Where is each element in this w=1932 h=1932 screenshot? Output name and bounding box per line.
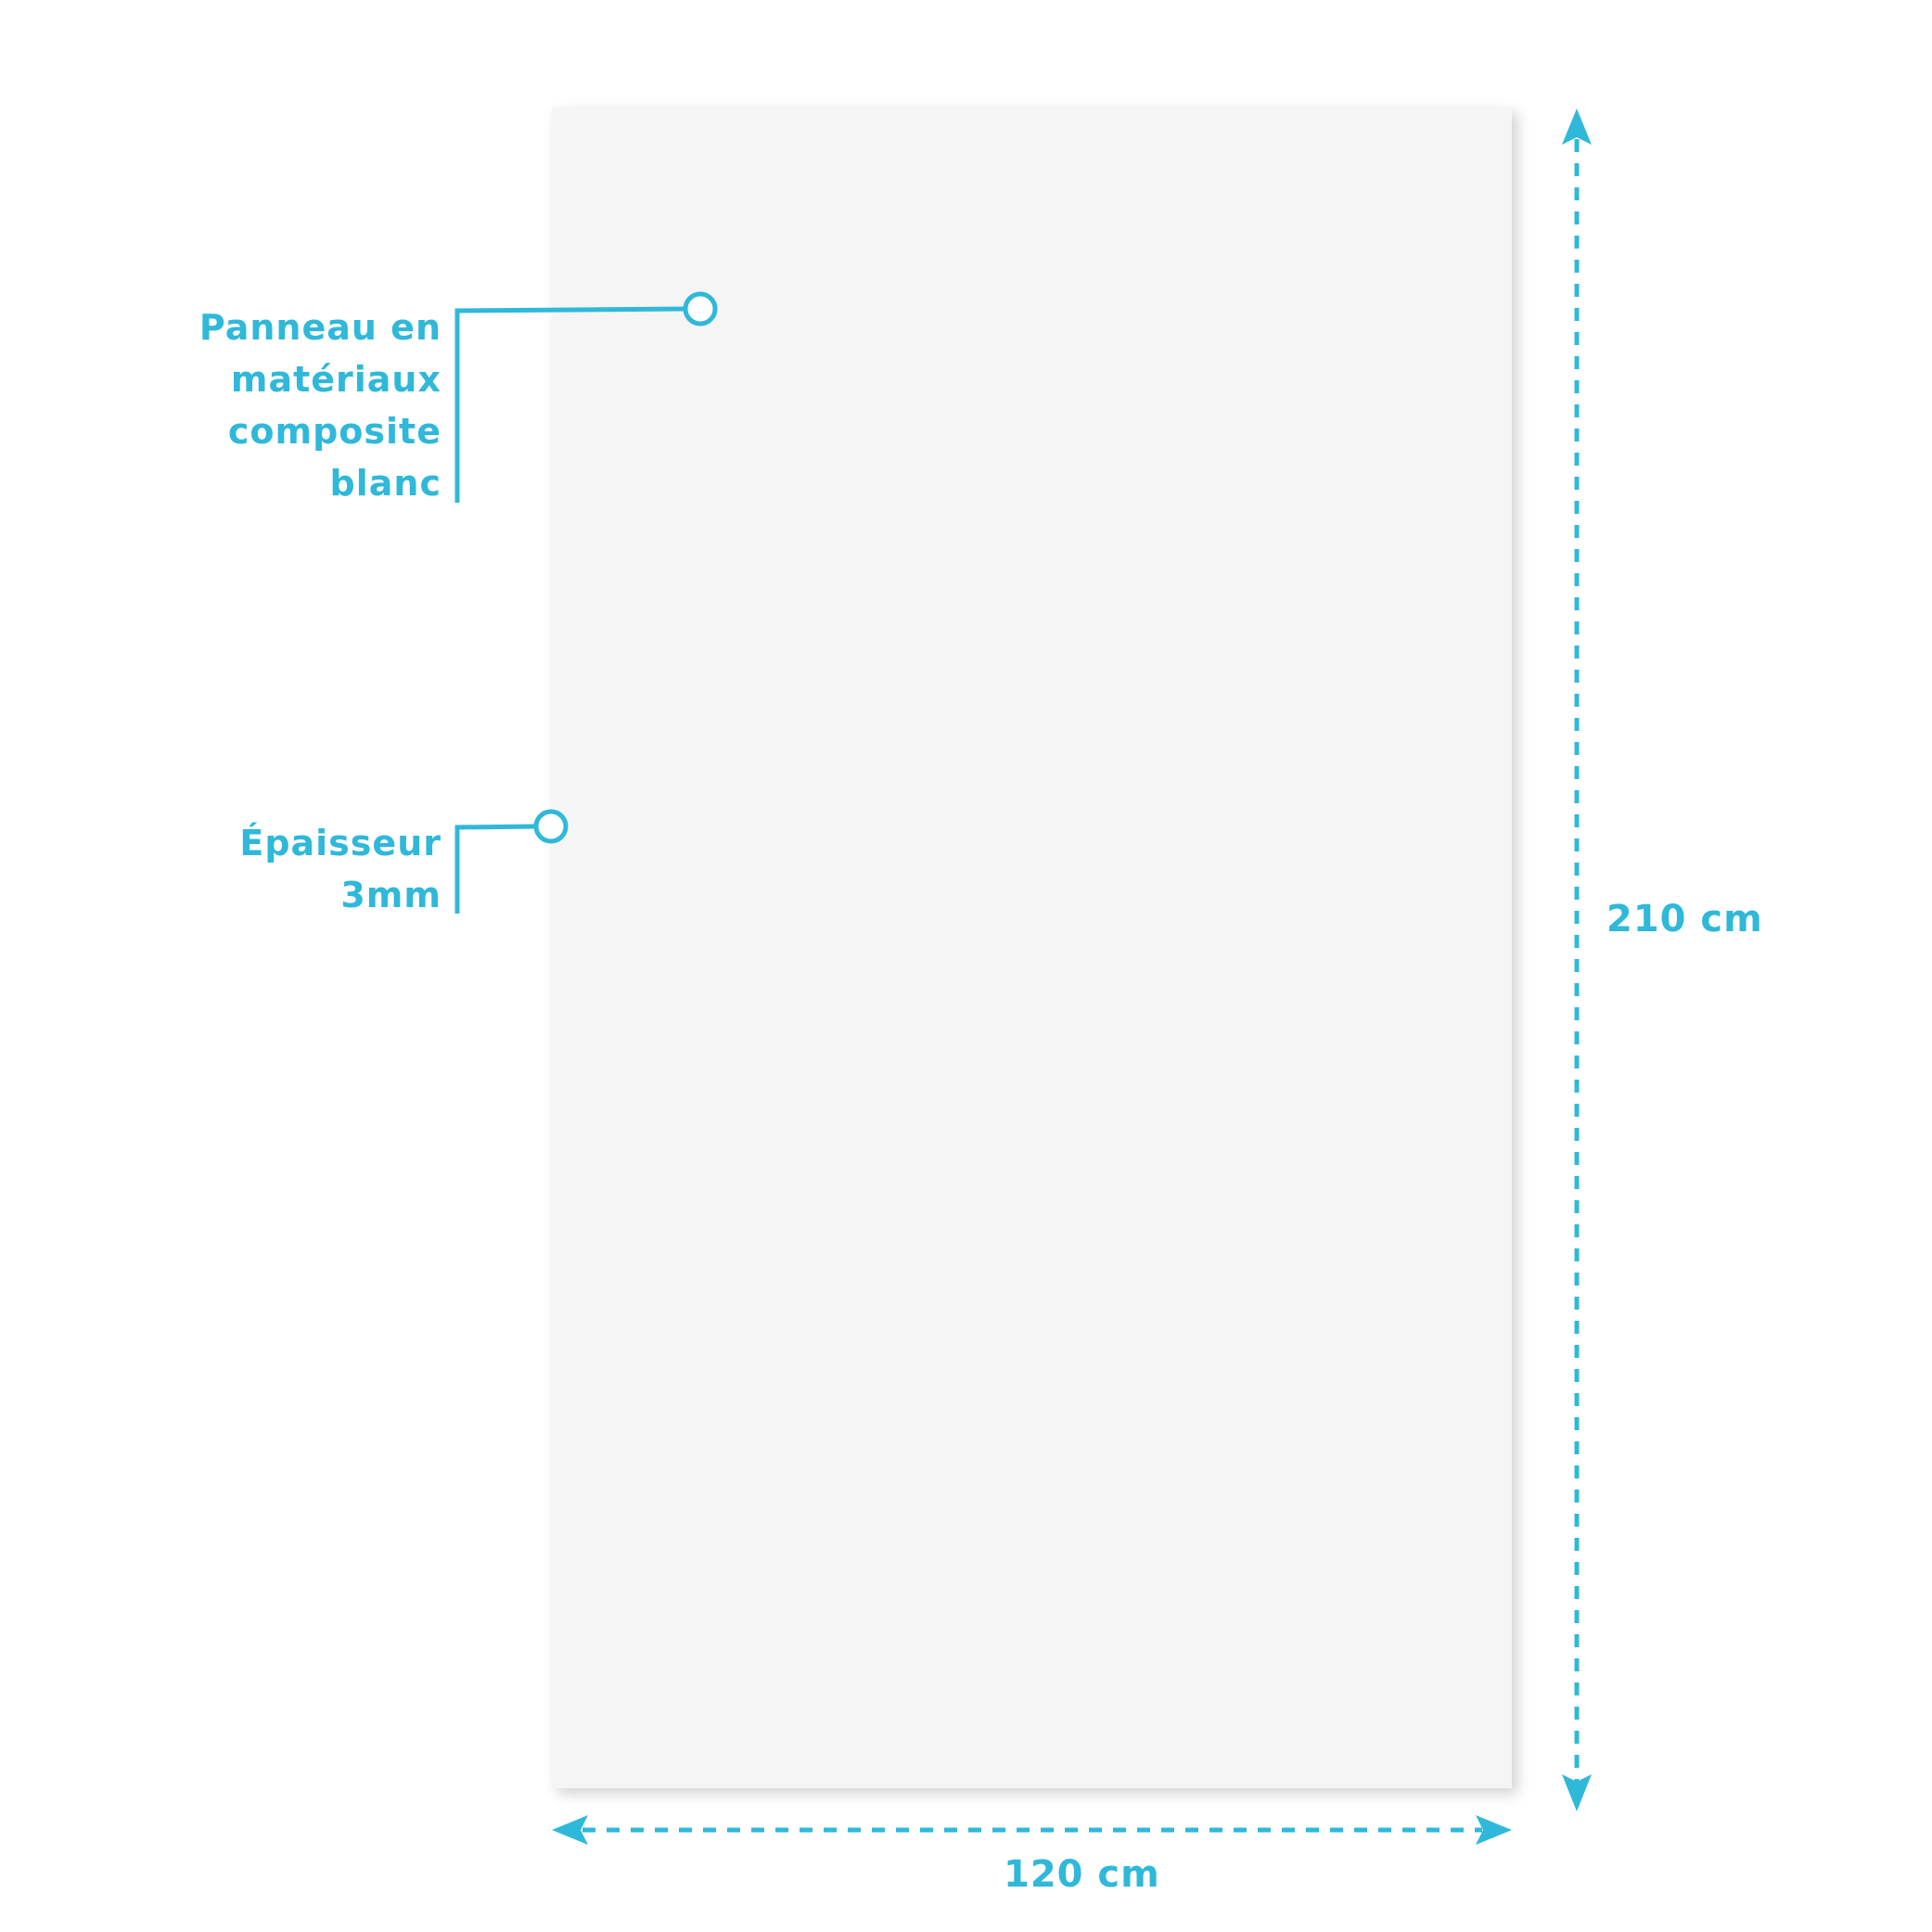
callout-material-label: Panneau en matériaux composite blanc [199,301,441,509]
callout-line: Panneau en [198,307,441,348]
composite-panel [552,107,1512,1788]
arrow-right-icon [1476,1815,1512,1845]
height-dimension-label: 210 cm [1606,898,1763,940]
callout-thickness-label: Épaisseur 3mm [239,817,441,921]
callout-line: Épaisseur [239,823,441,864]
callout-line: blanc [329,463,441,504]
callout-marker-material [683,291,718,326]
callout-bracket-material [454,306,687,503]
callout-bracket-thickness [454,824,537,914]
arrow-down-icon [1562,1774,1592,1811]
arrow-left-icon [552,1815,588,1845]
callout-line: composite [227,411,441,452]
width-dimension-label: 120 cm [1004,1853,1160,1896]
callout-marker-thickness [533,809,569,844]
arrow-up-icon [1562,109,1592,145]
callout-line: matériaux [230,359,441,400]
callout-line: 3mm [340,875,441,915]
